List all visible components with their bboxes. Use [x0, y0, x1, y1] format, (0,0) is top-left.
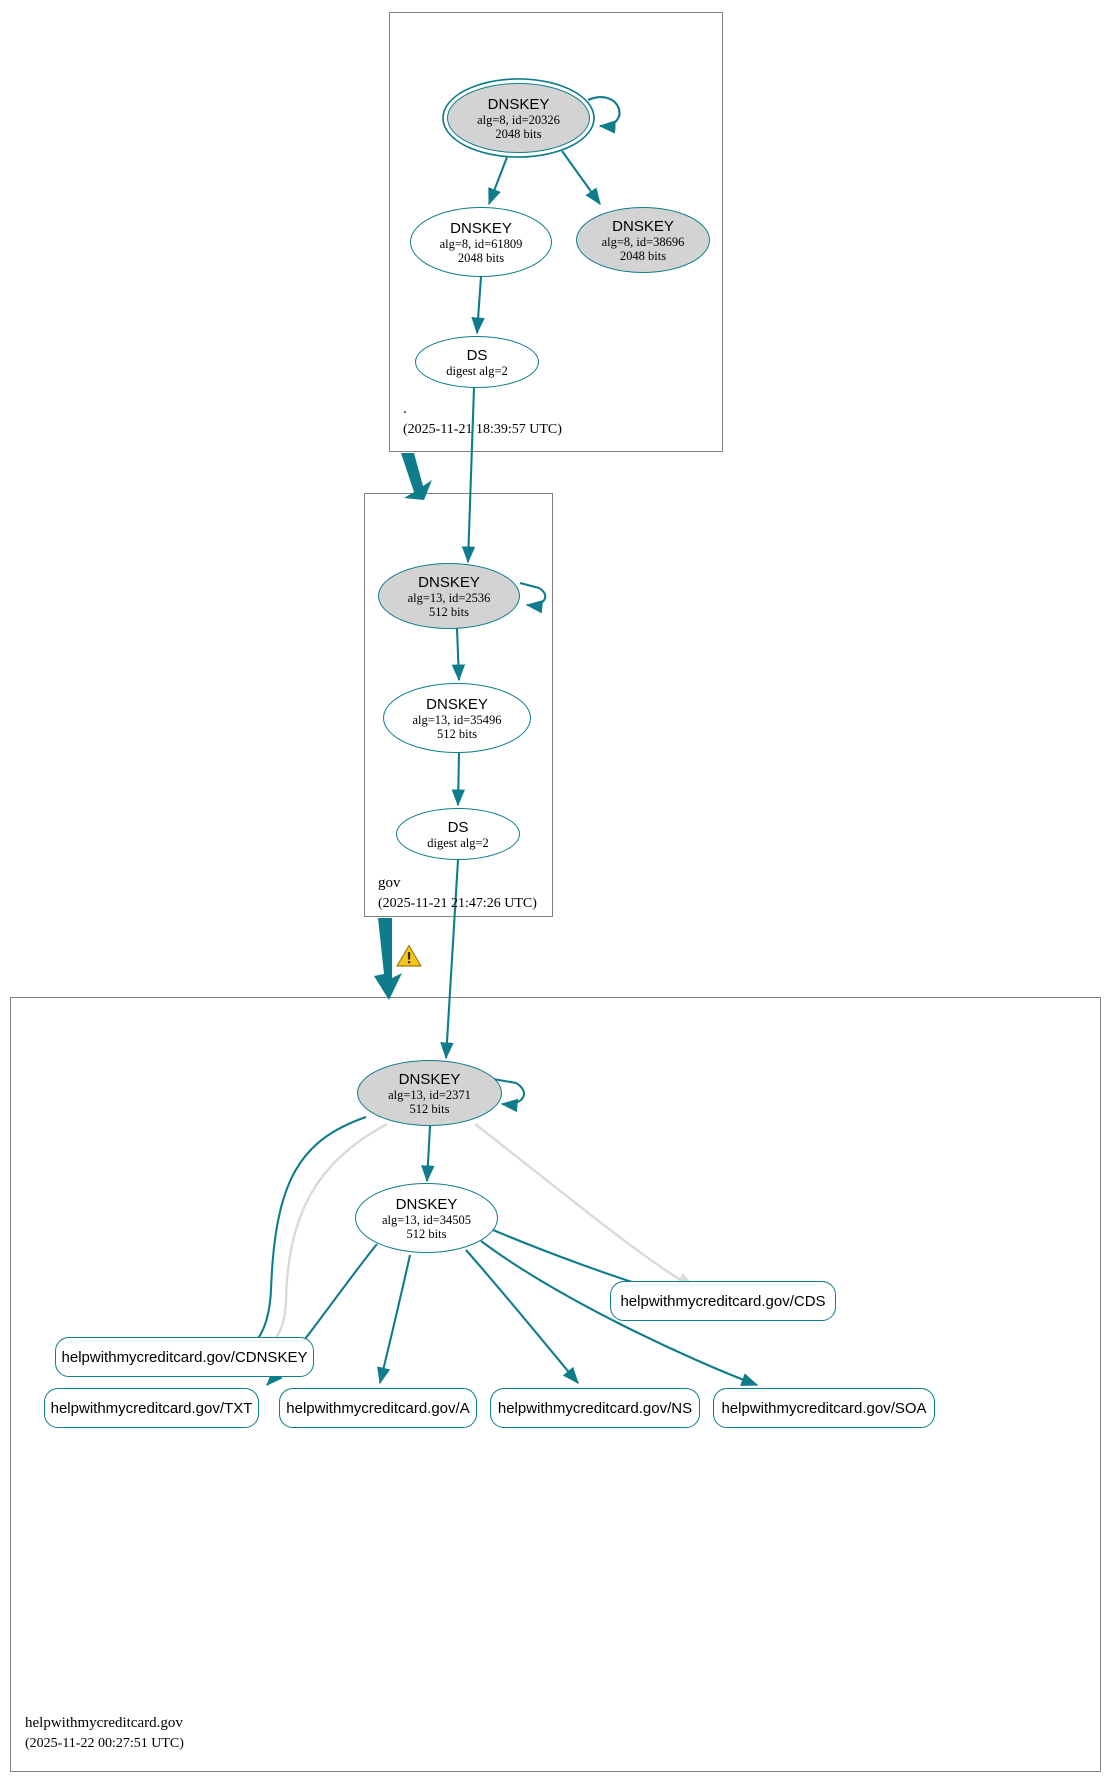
edge-gov-ksk-self	[519, 581, 547, 614]
node-ds-root-to-gov[interactable]: DS digest alg=2	[415, 336, 539, 388]
edge-hw-zsk-to-soa	[480, 1240, 759, 1386]
node-dnskey-root-61809[interactable]: DNSKEY alg=8, id=61809 2048 bits	[410, 207, 552, 277]
node-dnskey-helpwithmycreditcard-34505[interactable]: DNSKEY alg=13, id=34505 512 bits	[355, 1183, 498, 1253]
node-title: DNSKEY	[426, 695, 488, 713]
node-title: DNSKEY	[395, 1195, 458, 1213]
node-dnskey-gov-35496[interactable]: DNSKEY alg=13, id=35496 512 bits	[383, 683, 531, 753]
arrow-gov-to-helpwithmycreditcard	[374, 918, 402, 1000]
node-keysize: 2048 bits	[457, 250, 505, 265]
node-title: DNSKEY	[487, 95, 550, 113]
edge-gov-zsk-to-ds	[451, 752, 466, 807]
edge-root-ds-to-gov-ksk	[461, 387, 476, 564]
node-keyinfo: alg=8, id=38696	[601, 234, 685, 249]
node-keyinfo: alg=8, id=20326	[477, 112, 560, 127]
arrow-root-to-gov	[401, 453, 432, 500]
node-title: DNSKEY	[398, 1070, 461, 1088]
edge-hw-zsk-to-ns	[465, 1249, 579, 1384]
node-keysize: 512 bits	[409, 1101, 450, 1116]
node-title: DNSKEY	[418, 573, 480, 591]
edge-gov-ksk-to-zsk	[451, 627, 466, 682]
rrset-box-ns[interactable]: helpwithmycreditcard.gov/NS	[490, 1388, 700, 1428]
rrset-label: helpwithmycreditcard.gov/A	[286, 1399, 470, 1417]
node-keysize: 512 bits	[437, 726, 477, 741]
node-title: DNSKEY	[450, 219, 512, 237]
node-keysize: 512 bits	[429, 604, 469, 619]
zone-label-gov: gov	[378, 875, 401, 891]
node-keysize: 512 bits	[406, 1226, 447, 1241]
edge-cds-delegation-gray	[474, 1123, 697, 1290]
edge-hw-zsk-to-a	[377, 1254, 412, 1385]
zone-box-root	[389, 12, 723, 452]
rrset-label: helpwithmycreditcard.gov/CDNSKEY	[61, 1348, 308, 1366]
edge-hw-ksk-to-cdnskey	[241, 1116, 367, 1353]
node-dnskey-helpwithmycreditcard-2371[interactable]: DNSKEY alg=13, id=2371 512 bits	[357, 1060, 502, 1126]
node-keysize: 2048 bits	[495, 126, 542, 141]
edge-root-ksk-to-zsk	[488, 151, 510, 206]
node-title: DS	[447, 818, 469, 836]
rrset-box-cdnskey[interactable]: helpwithmycreditcard.gov/CDNSKEY	[55, 1337, 314, 1377]
node-keyinfo: alg=13, id=34505	[381, 1212, 472, 1227]
rrset-label: helpwithmycreditcard.gov/SOA	[721, 1399, 927, 1417]
zone-delegation-arrows	[374, 453, 432, 1000]
edge-hw-ksk-to-zsk	[421, 1125, 435, 1183]
zone-box-helpwithmycreditcard	[10, 997, 1101, 1772]
zone-timestamp-gov: (2025-11-21 21:47:26 UTC)	[378, 896, 537, 911]
node-digest: digest alg=2	[446, 363, 508, 378]
node-keysize: 2048 bits	[619, 248, 667, 263]
rrset-label: helpwithmycreditcard.gov/CDS	[620, 1292, 826, 1310]
node-keyinfo: alg=8, id=61809	[439, 236, 523, 251]
rrset-box-txt[interactable]: helpwithmycreditcard.gov/TXT	[44, 1388, 259, 1428]
warning-triangle-icon	[396, 944, 422, 968]
zone-timestamp-root: (2025-11-21 18:39:57 UTC)	[403, 422, 562, 437]
edge-root-ksk-to-alt	[561, 150, 601, 206]
edge-gov-ds-to-hw-ksk	[440, 859, 460, 1060]
rrset-box-a[interactable]: helpwithmycreditcard.gov/A	[279, 1388, 477, 1428]
node-keyinfo: alg=13, id=2536	[407, 590, 491, 605]
node-keyinfo: alg=13, id=35496	[412, 712, 502, 727]
node-ds-gov-to-helpwithmycreditcard[interactable]: DS digest alg=2	[396, 808, 520, 860]
edge-root-ksk-self	[587, 96, 621, 134]
edge-hw-ksk-self	[492, 1077, 525, 1113]
node-keyinfo: alg=13, id=2371	[388, 1087, 471, 1102]
rrset-label: helpwithmycreditcard.gov/TXT	[50, 1399, 253, 1417]
node-dnskey-root-38696[interactable]: DNSKEY alg=8, id=38696 2048 bits	[576, 207, 710, 273]
edge-root-zsk-to-ds	[471, 276, 485, 335]
rrset-box-cds[interactable]: helpwithmycreditcard.gov/CDS	[610, 1281, 836, 1321]
zone-label-root: .	[403, 401, 407, 417]
rrset-label: helpwithmycreditcard.gov/NS	[497, 1399, 693, 1417]
zone-timestamp-helpwithmycreditcard: (2025-11-22 00:27:51 UTC)	[25, 1736, 184, 1751]
zone-box-gov	[364, 493, 553, 917]
zone-label-helpwithmycreditcard: helpwithmycreditcard.gov	[25, 1715, 183, 1731]
rrset-box-soa[interactable]: helpwithmycreditcard.gov/SOA	[713, 1388, 935, 1428]
node-title: DS	[466, 346, 488, 364]
node-dnskey-root-20326[interactable]: DNSKEY alg=8, id=20326 2048 bits	[447, 83, 590, 153]
node-digest: digest alg=2	[427, 835, 489, 850]
node-dnskey-gov-2536[interactable]: DNSKEY alg=13, id=2536 512 bits	[378, 563, 520, 629]
node-title: DNSKEY	[612, 217, 674, 235]
